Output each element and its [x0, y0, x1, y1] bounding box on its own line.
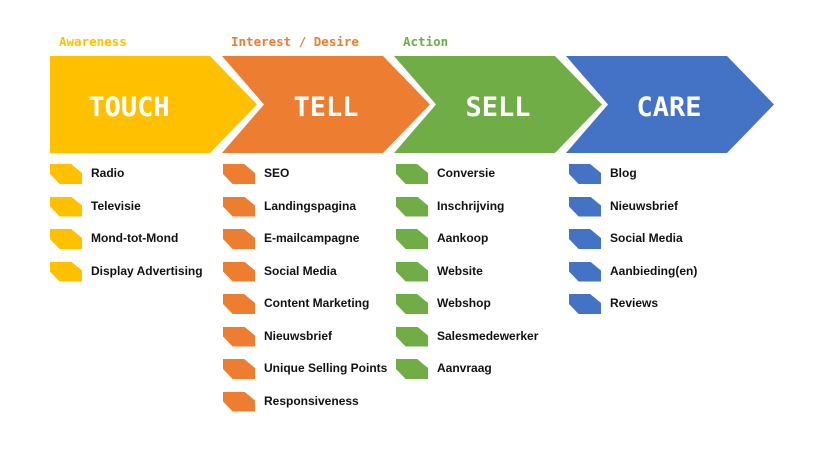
bullet-icon — [50, 164, 82, 184]
list-item-label: Radio — [91, 166, 125, 180]
chevron-care — [566, 56, 774, 153]
list-item-label: Aankoop — [437, 231, 489, 245]
bullet-icon — [569, 294, 601, 314]
list-item-label: Inschrijving — [437, 198, 505, 213]
list-item-label: Televisie — [91, 198, 141, 213]
list-item-label: Salesmedewerker — [437, 328, 539, 343]
list-item-label: Webshop — [437, 296, 491, 310]
list-item-label: SEO — [264, 166, 290, 180]
list-item-label: Nieuwsbrief — [610, 198, 679, 213]
list-item-label: Website — [437, 263, 483, 278]
bullet-icon — [50, 229, 82, 249]
stage-title-touch: TOUCH — [88, 92, 170, 123]
bullet-icon — [396, 326, 428, 347]
stage-title-tell: TELL — [293, 92, 359, 123]
stage-title-sell: SELL — [465, 92, 531, 123]
bullet-icon — [396, 229, 428, 249]
bullet-icon — [569, 164, 601, 184]
bullet-icon — [223, 359, 255, 379]
chevron-tell — [222, 56, 430, 153]
list-item-label: Blog — [610, 166, 637, 180]
list-item-label: Mond-tot-Mond — [91, 231, 179, 245]
bullet-icon — [569, 261, 601, 282]
list-item-label: Landingspagina — [264, 198, 357, 213]
list-item-label: Nieuwsbrief — [264, 328, 333, 343]
bullet-icon — [223, 261, 255, 282]
list-item-label: E-mailcampagne — [264, 231, 360, 245]
bullet-icon — [396, 261, 428, 282]
bullet-icon — [569, 229, 601, 249]
stage-label-awareness: Awareness — [59, 34, 127, 49]
list-item-label: Responsiveness — [264, 393, 359, 408]
bullet-icon — [396, 359, 428, 379]
chevron-touch — [50, 56, 257, 153]
bullet-icon — [223, 326, 255, 347]
list-item-label: Social Media — [264, 263, 337, 278]
bullet-icon — [223, 294, 255, 314]
bullet-icon — [223, 229, 255, 249]
bullet-icon — [223, 196, 255, 217]
stage-label-action: Action — [403, 34, 449, 49]
bullet-icon — [223, 164, 255, 184]
bullet-icon — [223, 391, 255, 412]
list-item-label: Social Media — [610, 231, 683, 245]
stage-title-care: CARE — [636, 92, 702, 123]
bullet-icon — [396, 294, 428, 314]
list-item-label: Reviews — [610, 296, 659, 310]
list-item-label: Conversie — [437, 166, 496, 180]
list-item-label: Content Marketing — [264, 296, 370, 310]
chevron-sell — [394, 56, 602, 153]
stage-label-interest-desire: Interest / Desire — [231, 34, 359, 49]
list-item-label: Aanbieding(en) — [610, 263, 698, 278]
bullet-icon — [50, 261, 82, 282]
list-item-label: Unique Selling Points — [264, 361, 388, 375]
bullet-icon — [569, 196, 601, 217]
list-item-label: Aanvraag — [437, 361, 492, 375]
bullet-icon — [50, 196, 82, 217]
bullet-icon — [396, 196, 428, 217]
bullet-icon — [396, 164, 428, 184]
list-item-label: Display Advertising — [91, 263, 203, 278]
